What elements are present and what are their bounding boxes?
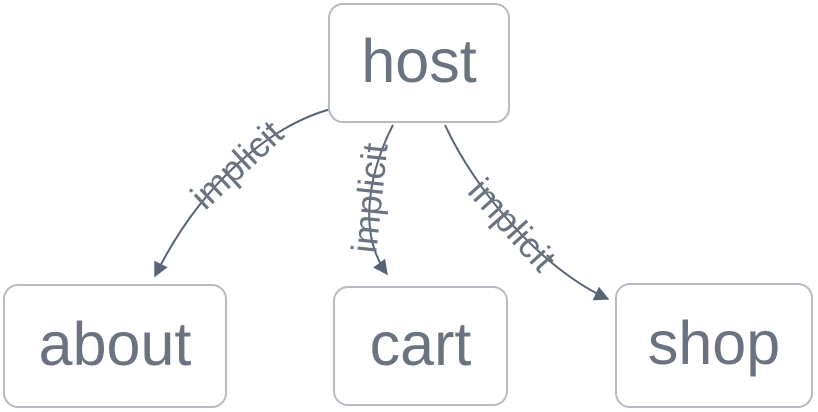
node-about[interactable]: about <box>3 284 227 408</box>
edge-line-host-cart <box>368 124 394 276</box>
node-cart-label: cart <box>369 309 472 378</box>
edge-host-shop: implicit <box>444 124 610 301</box>
node-about-label: about <box>38 309 192 378</box>
node-cart[interactable]: cart <box>333 286 508 406</box>
edge-label-host-cart: implicit <box>343 141 395 255</box>
edge-label-host-shop: implicit <box>460 170 564 279</box>
edge-label-host-about: implicit <box>182 112 290 217</box>
edge-line-host-about <box>154 108 332 278</box>
edge-host-about: implicit <box>154 108 332 278</box>
node-shop[interactable]: shop <box>615 283 813 408</box>
node-host-label: host <box>361 26 477 95</box>
node-shop-label: shop <box>647 309 781 377</box>
edge-host-cart: implicit <box>343 124 396 276</box>
edge-line-host-shop <box>444 124 610 301</box>
node-host[interactable]: host <box>328 3 510 123</box>
